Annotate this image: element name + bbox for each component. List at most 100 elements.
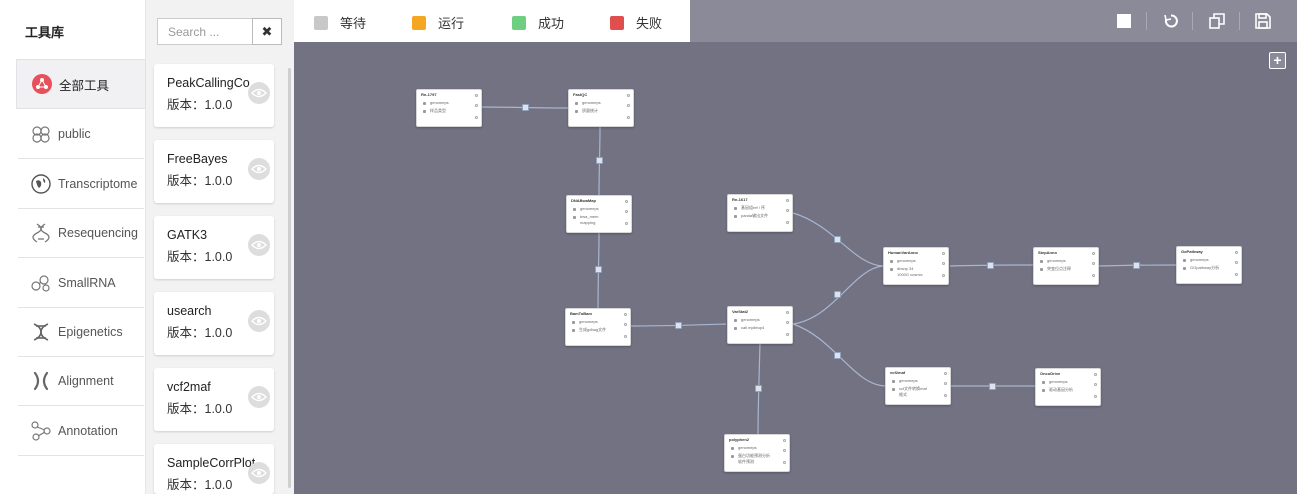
node-edit-icon[interactable] (786, 311, 789, 314)
workflow-node[interactable]: polyphen2 genomeps 蛋白功能预测分析 软件预测 (724, 434, 790, 472)
canvas-toolbar (690, 0, 1297, 42)
sidebar-item-resequencing[interactable]: Resequencing (18, 208, 144, 258)
undo-icon[interactable] (1161, 11, 1181, 31)
eye-icon[interactable] (248, 310, 270, 332)
workflow-node[interactable]: Rn-1797 genomeps 样品类型 (416, 89, 482, 127)
tool-card-usearch[interactable]: usearch 版本：1.0.0 (154, 292, 274, 355)
tool-name: SampleCorrPlot (167, 456, 256, 470)
workflow-node[interactable]: HumanVarAnno genomeps dbsnp 34 1000G cos… (883, 247, 949, 285)
node-edit-icon[interactable] (786, 199, 789, 202)
node-settings-icon[interactable] (1092, 274, 1095, 277)
node-info-icon[interactable] (625, 210, 628, 213)
node-settings-icon[interactable] (944, 394, 947, 397)
node-settings-icon[interactable] (786, 333, 789, 336)
stop-icon[interactable] (1114, 11, 1134, 31)
legend-label: 等待 (340, 16, 367, 31)
clear-search-button[interactable]: ✖ (252, 18, 282, 45)
node-title: vcf2maf (890, 370, 906, 375)
zoom-in-button[interactable]: + (1269, 52, 1286, 69)
node-info-icon[interactable] (1094, 383, 1097, 386)
tool-card-peakcalling[interactable]: PeakCallingCo 版本：1.0.0 (154, 64, 274, 127)
node-info-icon[interactable] (1235, 261, 1238, 264)
edge-port[interactable] (596, 157, 603, 164)
node-edit-icon[interactable] (942, 252, 945, 255)
tool-list-scrollbar[interactable] (288, 68, 291, 488)
node-line: GOpathway分析 (1190, 265, 1220, 270)
edge-port[interactable] (522, 104, 529, 111)
sidebar-item-epigenetics[interactable]: Epigenetics (18, 307, 144, 357)
save-icon[interactable] (1253, 11, 1273, 31)
edge-port[interactable] (987, 262, 994, 269)
edge-port[interactable] (834, 291, 841, 298)
node-settings-icon[interactable] (1235, 273, 1238, 276)
node-info-icon[interactable] (475, 104, 478, 107)
node-edit-icon[interactable] (1094, 373, 1097, 376)
node-info-icon[interactable] (627, 104, 630, 107)
node-edit-icon[interactable] (627, 94, 630, 97)
edge-port[interactable] (675, 322, 682, 329)
node-info-icon[interactable] (944, 382, 947, 385)
node-settings-icon[interactable] (627, 116, 630, 119)
node-edit-icon[interactable] (944, 372, 947, 375)
node-edit-icon[interactable] (783, 439, 786, 442)
workflow-node[interactable]: FastQC genomeps 质量统计 (568, 89, 634, 127)
workflow-node[interactable]: OncoDrive genomeps 驱动基因分析 (1035, 368, 1101, 406)
tool-card-samplecorrplot[interactable]: SampleCorrPlot 版本：1.0.0 (154, 444, 274, 494)
edge-port[interactable] (834, 352, 841, 359)
edge-port[interactable] (595, 266, 602, 273)
node-settings-icon[interactable] (475, 116, 478, 119)
node-edit-icon[interactable] (625, 200, 628, 203)
node-info-icon[interactable] (1092, 262, 1095, 265)
sidebar-item-all-tools[interactable]: 全部工具 (16, 59, 146, 109)
edge (792, 323, 886, 387)
node-settings-icon[interactable] (625, 222, 628, 225)
workflow-node[interactable]: vcf2maf genomeps vcf文件转换maf 格式 (885, 367, 951, 405)
eye-icon[interactable] (248, 462, 270, 484)
node-line: 蛋白功能预测分析 (738, 453, 770, 458)
workflow-node[interactable]: DNABwaMap genomeps bwa_mem mapping (566, 195, 632, 233)
node-settings-icon[interactable] (786, 221, 789, 224)
edge-port[interactable] (755, 385, 762, 392)
workflow-node[interactable]: StepAnno genomeps 突变位点注释 (1033, 247, 1099, 285)
workflow-node[interactable]: VarStat2 genomeps call mpileup4 (727, 306, 793, 344)
node-info-icon[interactable] (624, 323, 627, 326)
search-input[interactable] (157, 18, 252, 45)
node-settings-icon[interactable] (624, 335, 627, 338)
workflow-canvas[interactable]: 等待 运行 成功 失败 (294, 0, 1297, 494)
sidebar-item-public[interactable]: public (18, 109, 144, 159)
workflow-node[interactable]: Rn-1617 基因组ref / 序 panda输出文件 (727, 194, 793, 232)
chromosome-icon (30, 370, 52, 392)
edge-port[interactable] (834, 236, 841, 243)
tool-card-freebayes[interactable]: FreeBayes 版本：1.0.0 (154, 140, 274, 203)
edge-port[interactable] (1133, 262, 1140, 269)
copy-icon[interactable] (1207, 11, 1227, 31)
node-line: genomeps (1049, 379, 1068, 384)
node-info-icon[interactable] (942, 262, 945, 265)
node-edit-icon[interactable] (624, 313, 627, 316)
node-settings-icon[interactable] (942, 274, 945, 277)
node-edit-icon[interactable] (475, 94, 478, 97)
workflow-node[interactable]: BamToBam genomeps 生成gdbag文件 (565, 308, 631, 346)
sidebar-item-annotation[interactable]: Annotation (18, 406, 144, 456)
eye-icon[interactable] (248, 386, 270, 408)
eye-icon[interactable] (248, 82, 270, 104)
edge-port[interactable] (989, 383, 996, 390)
node-settings-icon[interactable] (783, 461, 786, 464)
eye-icon[interactable] (248, 234, 270, 256)
sidebar-item-alignment[interactable]: Alignment (18, 356, 144, 406)
workflow-node[interactable]: GoPathway genomeps GOpathway分析 (1176, 246, 1242, 284)
node-edit-icon[interactable] (1092, 252, 1095, 255)
tool-card-vcf2maf[interactable]: vcf2maf 版本：1.0.0 (154, 368, 274, 431)
node-line: genomeps (899, 378, 918, 383)
status-legend: 等待 运行 成功 失败 (294, 0, 690, 42)
node-info-icon[interactable] (786, 321, 789, 324)
tool-card-gatk3[interactable]: GATK3 版本：1.0.0 (154, 216, 274, 279)
eye-icon[interactable] (248, 158, 270, 180)
sidebar-item-transcriptome[interactable]: Transcriptome (18, 159, 144, 209)
node-edit-icon[interactable] (1235, 251, 1238, 254)
legend-label: 运行 (438, 16, 465, 31)
node-settings-icon[interactable] (1094, 395, 1097, 398)
node-info-icon[interactable] (783, 449, 786, 452)
node-info-icon[interactable] (786, 209, 789, 212)
sidebar-item-smallrna[interactable]: SmallRNA (18, 258, 144, 308)
